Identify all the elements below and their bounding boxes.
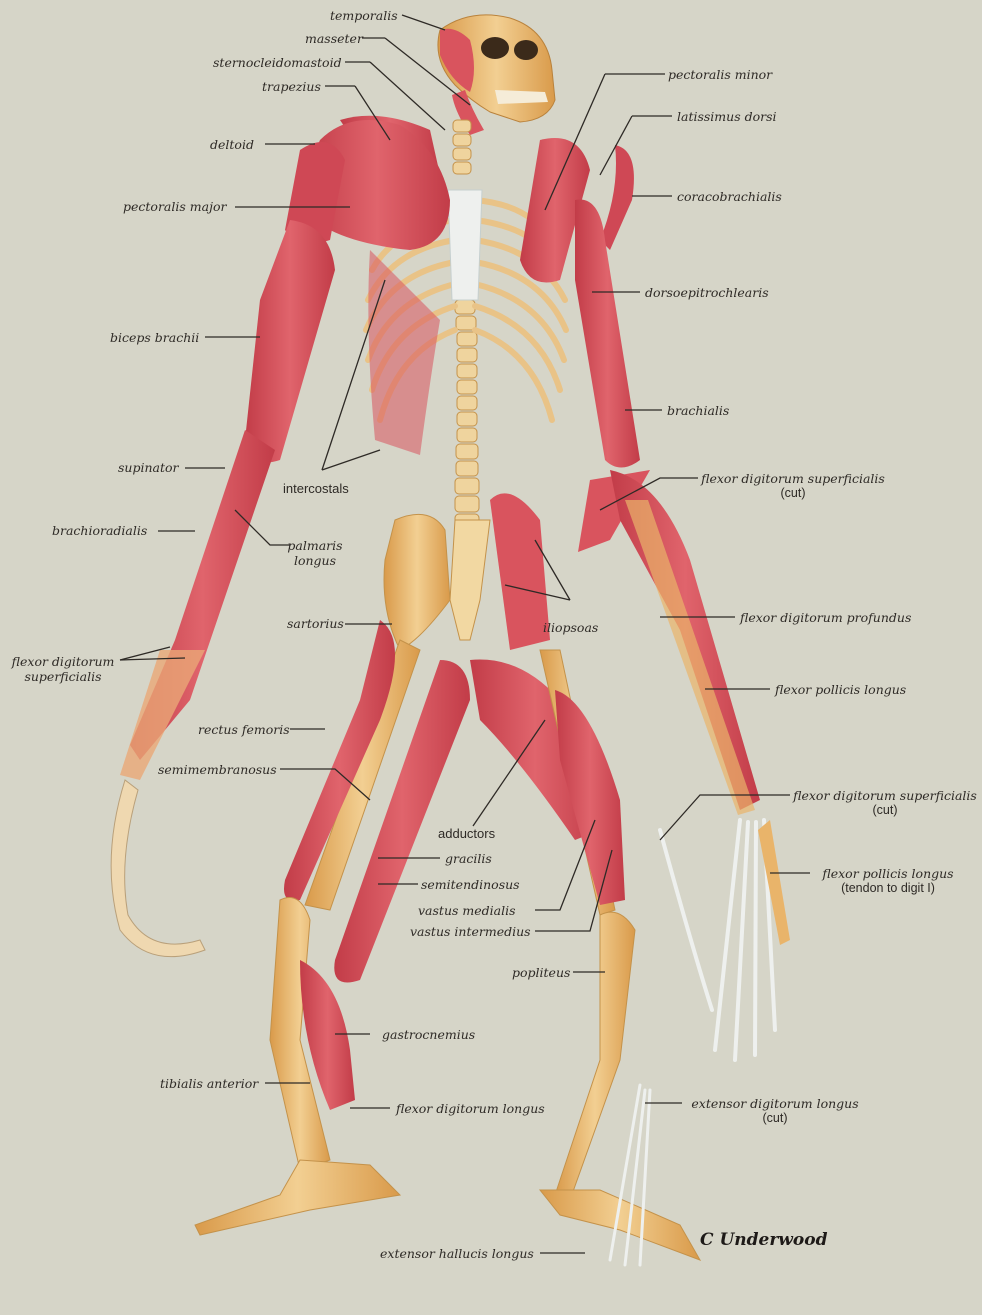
label-pectoralis-minor: pectoralis minor bbox=[668, 67, 772, 82]
label-popliteus: popliteus bbox=[512, 965, 570, 980]
label-flexor-digitorum-superficialis-left: flexor digitorum superficialis bbox=[8, 654, 118, 684]
label-flexor-digitorum-superficialis-left-line1: flexor digitorum bbox=[8, 654, 118, 669]
label-fpl-tendon-line2: (tendon to digit I) bbox=[808, 881, 968, 896]
label-flexor-pollicis-longus: flexor pollicis longus bbox=[775, 682, 906, 697]
label-fpl-tendon: flexor pollicis longus (tendon to digit … bbox=[808, 866, 968, 896]
label-biceps-brachii: biceps brachii bbox=[110, 330, 199, 345]
label-palmaris-longus: palmaris longus bbox=[285, 538, 345, 568]
artist-signature: C Underwood bbox=[700, 1230, 828, 1250]
label-adductors: adductors bbox=[438, 826, 495, 841]
hand-left bbox=[111, 780, 205, 957]
label-dorsoepitrochlearis: dorsoepitrochlearis bbox=[645, 285, 769, 300]
label-brachioradialis: brachioradialis bbox=[52, 523, 147, 538]
label-fds-cut-lower-line2: (cut) bbox=[790, 803, 980, 818]
label-pectoralis-major: pectoralis major bbox=[123, 199, 226, 214]
label-semimembranosus: semimembranosus bbox=[158, 762, 277, 777]
label-flexor-digitorum-superficialis-left-line2: superficialis bbox=[8, 669, 118, 684]
label-brachialis: brachialis bbox=[667, 403, 729, 418]
label-deltoid: deltoid bbox=[210, 137, 254, 152]
label-edl-cut-line2: (cut) bbox=[685, 1111, 865, 1126]
label-palmaris-longus-line2: longus bbox=[285, 553, 345, 568]
label-rectus-femoris: rectus femoris bbox=[198, 722, 290, 737]
iliopsoas-shape bbox=[490, 493, 550, 650]
label-semitendinosus: semitendinosus bbox=[421, 877, 520, 892]
biceps-shape bbox=[245, 220, 335, 463]
label-coracobrachialis: coracobrachialis bbox=[677, 189, 782, 204]
foot-left bbox=[195, 1160, 400, 1235]
forearm-left-bone bbox=[120, 650, 205, 780]
label-temporalis: temporalis bbox=[330, 8, 398, 23]
label-tibialis-anterior: tibialis anterior bbox=[160, 1076, 258, 1091]
label-fpl-tendon-line1: flexor pollicis longus bbox=[808, 866, 968, 881]
label-latissimus-dorsi: latissimus dorsi bbox=[677, 109, 777, 124]
label-extensor-hallucis-longus: extensor hallucis longus bbox=[380, 1246, 534, 1261]
label-edl-cut: extensor digitorum longus (cut) bbox=[685, 1096, 865, 1126]
forearm-right-bone bbox=[625, 500, 755, 815]
label-fds-cut-upper-line1: flexor digitorum superficialis bbox=[698, 471, 888, 486]
label-vastus-medialis: vastus medialis bbox=[418, 903, 516, 918]
latissimus-shape bbox=[600, 145, 634, 250]
label-flexor-digitorum-profundus: flexor digitorum profundus bbox=[740, 610, 911, 625]
sternum bbox=[448, 190, 482, 300]
label-edl-cut-line1: extensor digitorum longus bbox=[685, 1096, 865, 1111]
thumb-right bbox=[758, 820, 790, 945]
label-supinator: supinator bbox=[118, 460, 179, 475]
label-trapezius: trapezius bbox=[262, 79, 321, 94]
label-fds-cut-upper: flexor digitorum superficialis (cut) bbox=[698, 471, 888, 501]
sacrum bbox=[450, 520, 490, 640]
label-palmaris-longus-line1: palmaris bbox=[285, 538, 345, 553]
hand-right bbox=[660, 820, 775, 1060]
label-iliopsoas: iliopsoas bbox=[543, 620, 598, 635]
label-fds-cut-lower-line1: flexor digitorum superficialis bbox=[790, 788, 980, 803]
pelvis-left bbox=[384, 514, 450, 650]
label-intercostals: intercostals bbox=[283, 481, 349, 496]
spine bbox=[453, 120, 479, 530]
label-fds-cut-upper-line2: (cut) bbox=[698, 486, 888, 501]
label-masseter: masseter bbox=[305, 31, 363, 46]
label-fds-cut-lower: flexor digitorum superficialis (cut) bbox=[790, 788, 980, 818]
label-vastus-intermedius: vastus intermedius bbox=[410, 924, 531, 939]
label-flexor-digitorum-longus: flexor digitorum longus bbox=[396, 1101, 545, 1116]
label-sternocleidomastoid: sternocleidomastoid bbox=[213, 55, 342, 70]
label-gracilis: gracilis bbox=[445, 851, 492, 866]
label-sartorius: sartorius bbox=[287, 616, 344, 631]
tibia-right bbox=[555, 912, 635, 1200]
label-gastrocnemius: gastrocnemius bbox=[382, 1027, 475, 1042]
